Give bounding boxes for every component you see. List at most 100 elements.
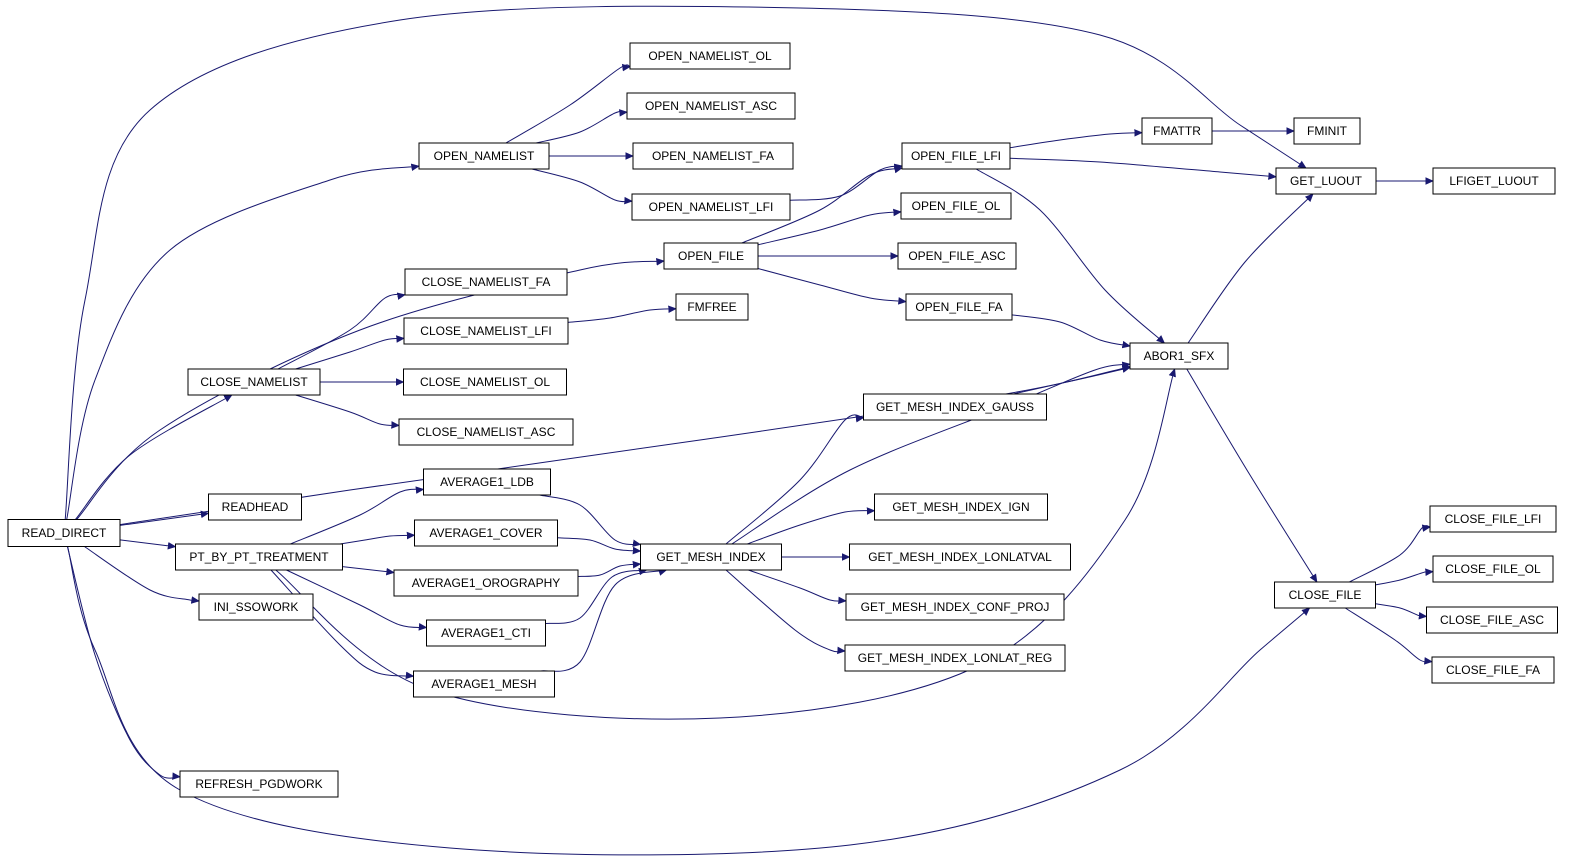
node-box [863,393,1047,421]
node-fmattr[interactable]: FMATTR [1141,117,1213,145]
node-label: AVERAGE1_MESH [431,677,536,691]
node-close_namelist_lfi[interactable]: CLOSE_NAMELIST_LFI [403,317,569,345]
node-label: CLOSE_NAMELIST_LFI [420,324,551,338]
node-label: OPEN_FILE_ASC [908,249,1006,263]
node-open_file_asc[interactable]: OPEN_FILE_ASC [897,242,1017,270]
edge-read_direct--close_file [67,546,1311,856]
node-pt_by_pt_treatment[interactable]: PT_BY_PT_TREATMENT [175,543,343,571]
edge-average1_ldb--get_mesh_index [539,494,642,547]
node-label: GET_MESH_INDEX_GAUSS [876,400,1034,414]
node-get_mesh_index_lonlatval[interactable]: GET_MESH_INDEX_LONLATVAL [849,543,1071,571]
node-label: OPEN_NAMELIST_OL [648,49,772,63]
node-open_namelist_lfi[interactable]: OPEN_NAMELIST_LFI [631,193,791,221]
edge-close_file--close_file_fa [1344,607,1433,665]
node-abor1_sfx[interactable]: ABOR1_SFX [1129,342,1229,370]
node-label: READ_DIRECT [22,526,107,540]
node-get_mesh_index_ign[interactable]: GET_MESH_INDEX_IGN [874,493,1048,521]
edge-abor1_sfx--close_file [1186,368,1318,583]
node-box [874,493,1048,521]
node-box [1429,505,1557,533]
node-label: CLOSE_FILE_LFI [1445,512,1542,526]
node-open_file_lfi[interactable]: OPEN_FILE_LFI [901,142,1011,170]
node-close_file_lfi[interactable]: CLOSE_FILE_LFI [1429,505,1557,533]
node-box [1293,117,1361,145]
node-label: GET_MESH_INDEX_CONF_PROJ [861,600,1050,614]
node-box [675,293,749,321]
node-close_file_fa[interactable]: CLOSE_FILE_FA [1431,656,1555,684]
node-box [413,670,555,698]
node-box [632,142,794,170]
node-refresh_pgdwork[interactable]: REFRESH_PGDWORK [179,770,339,798]
node-close_namelist_fa[interactable]: CLOSE_NAMELIST_FA [404,268,568,296]
node-close_file[interactable]: CLOSE_FILE [1274,581,1376,609]
node-average1_cover[interactable]: AVERAGE1_COVER [414,519,558,547]
node-close_file_asc[interactable]: CLOSE_FILE_ASC [1426,606,1558,634]
node-label: GET_LUOUT [1290,174,1363,188]
node-label: INI_SSOWORK [214,600,299,614]
node-lfiget_luout[interactable]: LFIGET_LUOUT [1432,167,1556,195]
node-box [905,293,1013,321]
node-average1_mesh[interactable]: AVERAGE1_MESH [413,670,555,698]
node-box [1432,555,1554,583]
node-box [393,569,579,597]
node-open_namelist_asc[interactable]: OPEN_NAMELIST_ASC [626,92,796,120]
node-box [629,42,791,70]
node-open_file_ol[interactable]: OPEN_FILE_OL [900,192,1012,220]
node-open_file_fa[interactable]: OPEN_FILE_FA [905,293,1013,321]
nodes-layer: READ_DIRECT OPEN_NAMELIST OPEN_NAMELIST_OL… [7,42,1558,798]
node-box [403,317,569,345]
node-box [403,368,567,396]
node-open_namelist_fa[interactable]: OPEN_NAMELIST_FA [632,142,794,170]
node-get_mesh_index_lonlat_reg[interactable]: GET_MESH_INDEX_LONLAT_REG [844,644,1066,672]
node-close_namelist_ol[interactable]: CLOSE_NAMELIST_OL [403,368,567,396]
node-label: GET_MESH_INDEX [656,550,765,564]
node-open_file[interactable]: OPEN_FILE [663,242,759,270]
node-box [626,92,796,120]
node-box [175,543,343,571]
node-fminit[interactable]: FMINIT [1293,117,1361,145]
edge-get_mesh_index--get_mesh_index_lonlat_reg [725,569,846,655]
node-label: AVERAGE1_LDB [440,475,534,489]
edge-read_direct--refresh_pgdwork [66,546,181,780]
node-get_mesh_index_conf_proj[interactable]: GET_MESH_INDEX_CONF_PROJ [845,593,1065,621]
edge-pt_by_pt_treatment--average1_cti [286,569,428,631]
node-close_namelist_asc[interactable]: CLOSE_NAMELIST_ASC [398,418,574,446]
node-box [631,193,791,221]
node-readhead[interactable]: READHEAD [208,493,302,521]
node-box [900,192,1012,220]
node-get_mesh_index_gauss[interactable]: GET_MESH_INDEX_GAUSS [863,393,1047,421]
node-box [7,519,121,547]
node-label: OPEN_FILE_OL [912,199,1001,213]
node-close_file_ol[interactable]: CLOSE_FILE_OL [1432,555,1554,583]
node-average1_orography[interactable]: AVERAGE1_OROGRAPHY [393,569,579,597]
edge-open_file--open_file_ol [757,208,902,246]
edge-close_namelist--close_namelist_fa [277,292,406,370]
node-open_namelist_ol[interactable]: OPEN_NAMELIST_OL [629,42,791,70]
node-box [1431,656,1555,684]
node-label: OPEN_NAMELIST_ASC [645,99,777,113]
node-label: OPEN_NAMELIST_LFI [649,200,774,214]
node-average1_ldb[interactable]: AVERAGE1_LDB [423,468,551,496]
node-fmfree[interactable]: FMFREE [675,293,749,321]
node-ini_ssowork[interactable]: INI_SSOWORK [198,593,314,621]
node-label: PT_BY_PT_TREATMENT [189,550,329,564]
node-close_namelist[interactable]: CLOSE_NAMELIST [187,368,321,396]
node-box [1426,606,1558,634]
node-get_luout[interactable]: GET_LUOUT [1275,167,1377,195]
node-box [418,142,550,170]
edge-open_namelist--open_namelist_asc [535,109,628,144]
node-label: LFIGET_LUOUT [1449,174,1539,188]
edge-close_namelist--close_namelist_lfi [295,335,405,370]
node-box [187,368,321,396]
edge-open_namelist--open_namelist_lfi [531,168,633,205]
node-box [663,242,759,270]
node-open_namelist[interactable]: OPEN_NAMELIST [418,142,550,170]
node-average1_cti[interactable]: AVERAGE1_CTI [426,619,546,647]
edge-read_direct--ini_ssowork [84,546,200,604]
node-box [208,493,302,521]
node-box [1274,581,1376,609]
node-get_mesh_index[interactable]: GET_MESH_INDEX [640,543,782,571]
edge-get_mesh_index_gauss--abor1_sfx [1013,365,1131,395]
node-label: CLOSE_FILE [1289,588,1362,602]
